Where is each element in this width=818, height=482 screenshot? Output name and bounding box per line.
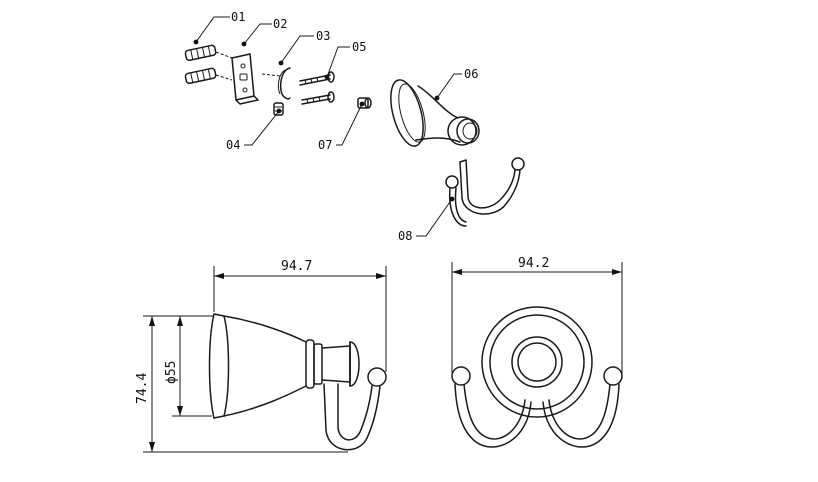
callout-06: 06 [464, 67, 478, 81]
part-06-body [390, 79, 480, 147]
side-view: 94.7 74.4 ϕ55 [135, 259, 387, 453]
callout-leaders [193, 16, 462, 237]
part-05-screws [299, 71, 335, 105]
front-view: 94.2 [451, 256, 623, 448]
dim-side-width: 94.7 [281, 259, 312, 274]
callout-04: 04 [226, 138, 240, 152]
callout-07: 07 [318, 138, 332, 152]
callout-02: 02 [273, 17, 287, 31]
callout-01: 01 [231, 10, 245, 24]
part-01-wall-anchors [184, 44, 233, 85]
part-03-clip [261, 67, 291, 100]
exploded-view: 01 02 03 05 04 07 06 08 [184, 10, 525, 243]
callout-08: 08 [398, 229, 412, 243]
part-07-stud [357, 97, 372, 109]
callout-03: 03 [316, 29, 330, 43]
part-08-double-hook [445, 157, 525, 227]
dim-base-diameter: ϕ55 [164, 361, 179, 384]
callout-05: 05 [352, 40, 366, 54]
dim-overall-height: 74.4 [135, 373, 150, 404]
dim-front-width: 94.2 [518, 256, 549, 271]
part-02-mounting-plate [231, 53, 259, 105]
